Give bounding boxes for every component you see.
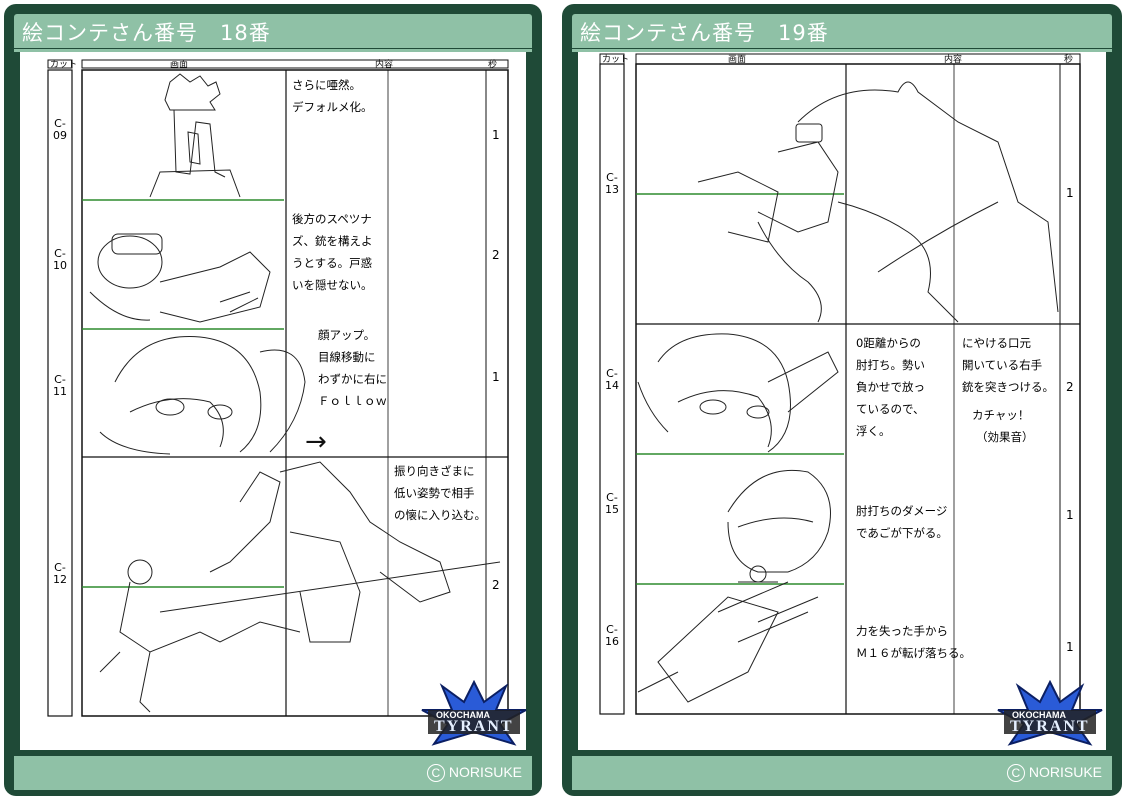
tyrant-logo: OKOCHAMA TYRANT: [414, 679, 534, 750]
tyrant-logo: OKOCHAMA TYRANT: [990, 679, 1110, 750]
title-bar: 絵コンテさん番号 19番: [572, 14, 1112, 48]
sketch-c16: [637, 581, 819, 703]
sec-c16: 1: [1066, 640, 1074, 654]
storyboard-sheet: カット 画面 内容 秒: [20, 52, 526, 750]
sketch-c11: [99, 336, 306, 455]
header-content: 内容: [944, 53, 962, 65]
sec-c11: 1: [492, 370, 500, 384]
sec-c14: 2: [1066, 380, 1074, 394]
note-c10: 後方のスペツナ ズ、銃を構えよ うとする。戸惑 いを隠せない。: [292, 212, 373, 292]
storyboard-sheet: カット 画面 内容 秒: [578, 52, 1106, 750]
sketch-c12: [99, 461, 501, 713]
header-picture: 画面: [728, 54, 746, 65]
header-picture: 画面: [170, 59, 188, 70]
sketch-c10: [89, 233, 271, 323]
sec-c09: 1: [492, 128, 500, 142]
title-bar: 絵コンテさん番号 18番: [14, 14, 532, 48]
header-cut: カット: [602, 54, 629, 65]
header-content: 内容: [375, 58, 393, 70]
logo-text-1: OKOCHAMA: [1012, 710, 1066, 720]
storyboard-grid: カット 画面 内容 秒: [47, 58, 509, 717]
sec-c10: 2: [492, 248, 500, 262]
cut-id-c13: C-13: [605, 171, 619, 196]
storyboard-page-18: 絵コンテさん番号 18番 カット 画面 内容 秒: [4, 4, 542, 796]
cut-id-c14: C-14: [605, 367, 619, 392]
sketch-c14: [637, 333, 839, 453]
follow-arrow: →: [305, 427, 327, 457]
cut-id-c09: C-09: [53, 117, 67, 142]
cut-id-c16: C-16: [605, 623, 619, 648]
cut-id-c15: C-15: [605, 491, 619, 516]
note-c14-b: にやける口元 開いている右手 銃を突きつける。 カチャッ！ （効果音）: [962, 336, 1054, 444]
note-c09: さらに唖然。 デフォルメ化。: [292, 78, 373, 114]
storyboard-page-19: 絵コンテさん番号 19番 カット 画面 内容 秒: [562, 4, 1122, 796]
cut-id-c10: C-10: [53, 247, 67, 272]
logo-text-2: TYRANT: [1010, 718, 1090, 735]
sec-c13: 1: [1066, 186, 1074, 200]
page-title: 絵コンテさん番号 19番: [580, 21, 829, 45]
cut-id-c12: C-12: [53, 561, 67, 586]
note-c11: 顔アップ。 目線移動に わずかに右に Ｆｏｌｌｏｗ: [318, 328, 387, 408]
header-sec: 秒: [1064, 53, 1073, 65]
header-cut: カット: [50, 59, 77, 70]
note-c12: 振り向きざまに 低い姿勢で相手 の懐に入り込む。: [394, 464, 486, 522]
footer-bar: [14, 756, 532, 790]
sec-c12: 2: [492, 578, 500, 592]
page-title: 絵コンテさん番号 18番: [22, 21, 271, 45]
storyboard-grid: カット 画面 内容 秒: [599, 53, 1081, 715]
sketch-c15: [727, 469, 831, 583]
title-underline: [572, 49, 1112, 52]
logo-text-1: OKOCHAMA: [436, 710, 490, 720]
logo-text-2: TYRANT: [434, 718, 514, 735]
sketch-c09: [149, 73, 241, 198]
title-underline: [14, 49, 532, 52]
cut-id-c11: C-11: [53, 373, 67, 398]
note-c15: 肘打ちのダメージ であごが下がる。: [856, 504, 948, 540]
note-c16: 力を失った手から Ｍ１６が転げ落ちる。: [856, 624, 971, 660]
sketch-c13: [697, 81, 1059, 323]
header-sec: 秒: [488, 58, 497, 70]
sec-c15: 1: [1066, 508, 1074, 522]
note-c14-a: 0距離からの 肘打ち。勢い 負かせで放っ ているので、 浮く。: [856, 336, 925, 438]
